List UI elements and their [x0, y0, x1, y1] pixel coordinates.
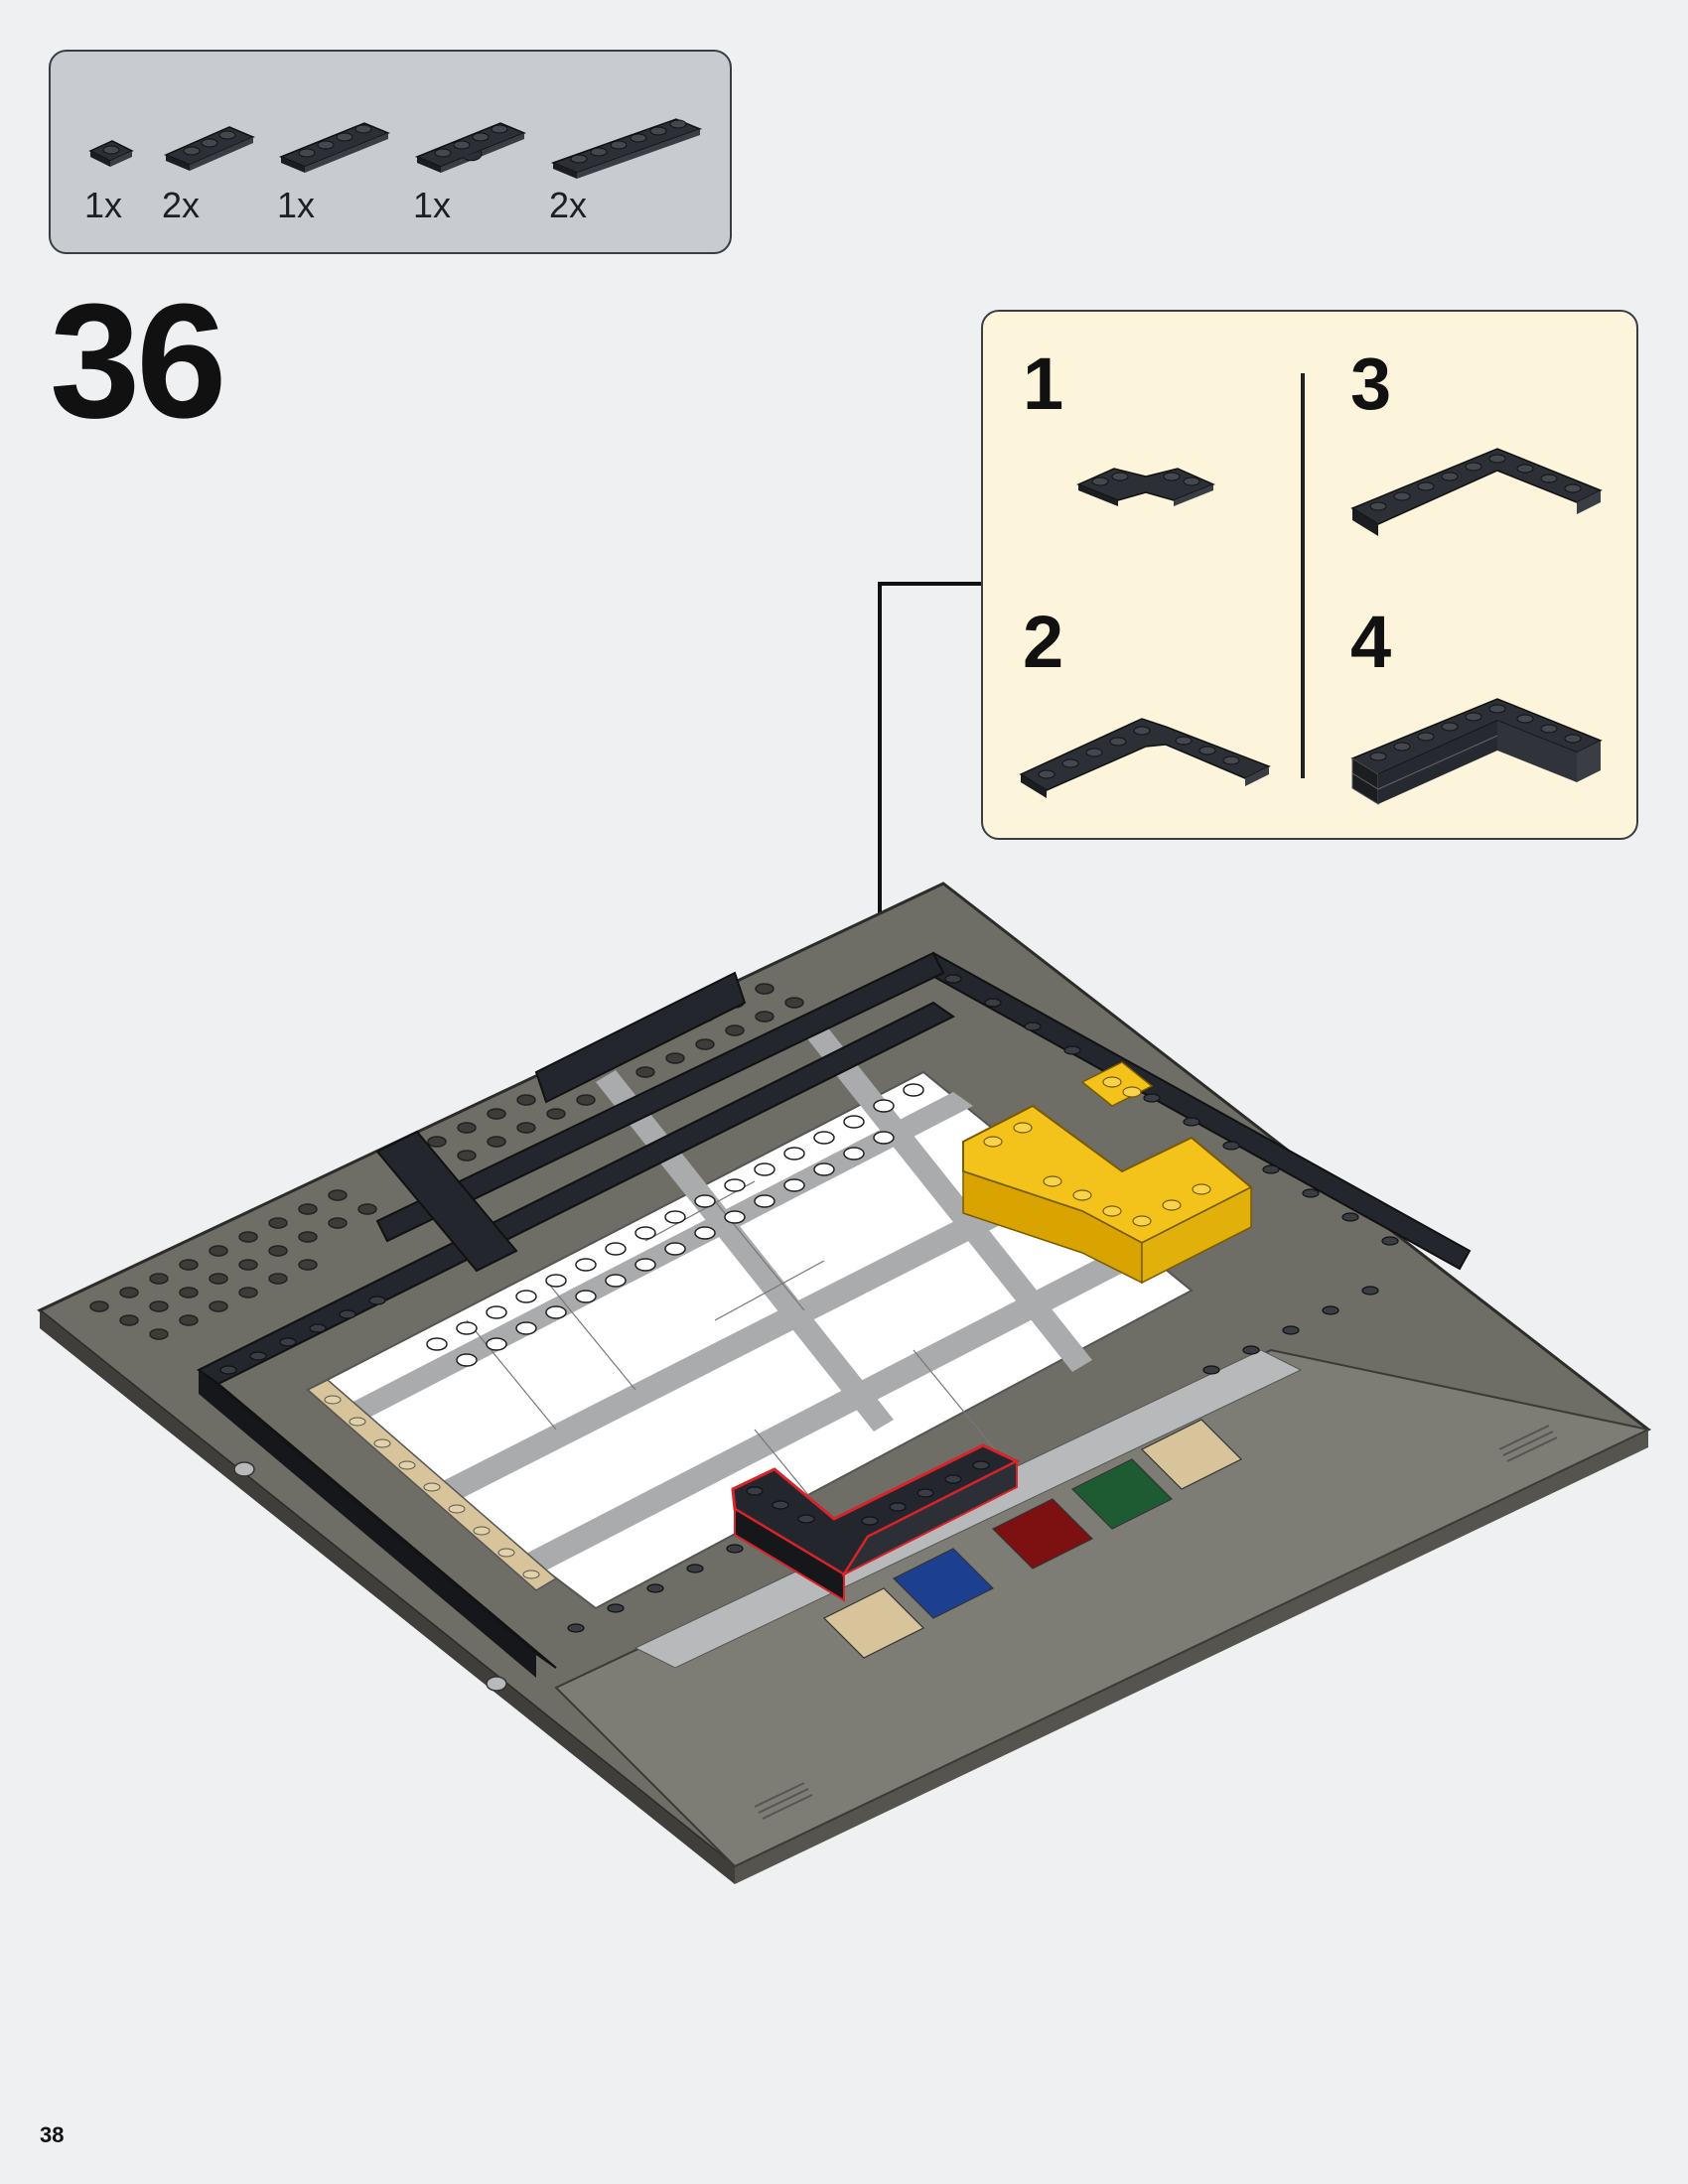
part-item: 2x — [160, 113, 259, 225]
part-quantity: 1x — [413, 185, 452, 225]
sub-step-divider — [1301, 373, 1305, 778]
page-number: 38 — [40, 2122, 65, 2147]
part-quantity: 2x — [549, 185, 588, 225]
sub-step-number: 4 — [1350, 601, 1392, 683]
part-quantity: 1x — [84, 185, 123, 225]
plate-1x4-bracket-black-icon — [415, 122, 526, 173]
parts-callout: 1x 2x 1x — [49, 50, 732, 254]
part-quantity: 1x — [277, 185, 316, 225]
part-quantity: 2x — [162, 185, 201, 225]
part-item: 1x — [275, 113, 394, 225]
plate-1x6-black-icon — [550, 118, 703, 179]
step-number: 36 — [50, 270, 226, 452]
sub-step-number: 1 — [1023, 342, 1064, 425]
sub-step-number: 3 — [1350, 342, 1392, 425]
plate-1x4-black-icon — [279, 122, 390, 173]
part-item: 1x — [82, 113, 142, 225]
main-model-illustration — [37, 882, 1652, 1884]
sub-assembly-panel: 1 2 3 4 — [981, 310, 1638, 840]
bracket-assembly-step1-icon — [1076, 468, 1215, 506]
plate-1x3-black-icon — [164, 126, 255, 171]
part-item: 2x — [547, 113, 706, 225]
bracket-assembly-step4-icon — [1350, 698, 1603, 805]
bracket-assembly-step2-icon — [1019, 718, 1271, 798]
sub-step-number: 2 — [1023, 601, 1064, 683]
bracket-assembly-step3-icon — [1350, 448, 1603, 536]
part-item: 1x — [411, 113, 530, 225]
plate-1x1-black-icon — [88, 140, 134, 167]
